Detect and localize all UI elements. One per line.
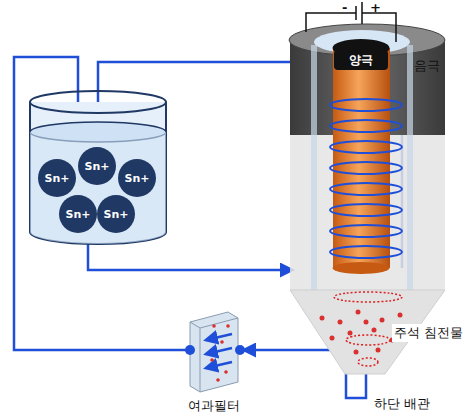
cathode-part: 음극: [410, 56, 444, 76]
node-text: 음극: [414, 57, 440, 75]
node-text: 여과필터: [188, 397, 240, 415]
battery: [306, 2, 396, 42]
beaker: [30, 91, 166, 244]
reactor: [289, 24, 445, 374]
pipe-label: 하단 배관: [372, 395, 432, 413]
node-text: Sn+: [85, 160, 110, 173]
filter: [190, 312, 238, 392]
terminal-sign: +: [370, 0, 381, 15]
ion-circle: Sn+: [38, 159, 76, 197]
ion-circle: Sn+: [78, 147, 116, 185]
terminal-sign: -: [342, 0, 347, 15]
ion-circle: Sn+: [59, 195, 97, 233]
node-text: Sn+: [125, 172, 150, 185]
node-text: Sn+: [104, 208, 129, 221]
anode-label-box: 양극: [334, 50, 388, 70]
node-text: Sn+: [45, 172, 70, 185]
ion-circle: Sn+: [97, 195, 135, 233]
precipitate-label: 주석 침전물: [392, 324, 465, 342]
ion-circle: Sn+: [118, 159, 156, 197]
filter-part: 여과필터: [179, 396, 249, 416]
node-text: Sn+: [66, 208, 91, 221]
node-text: 양극: [349, 52, 373, 69]
